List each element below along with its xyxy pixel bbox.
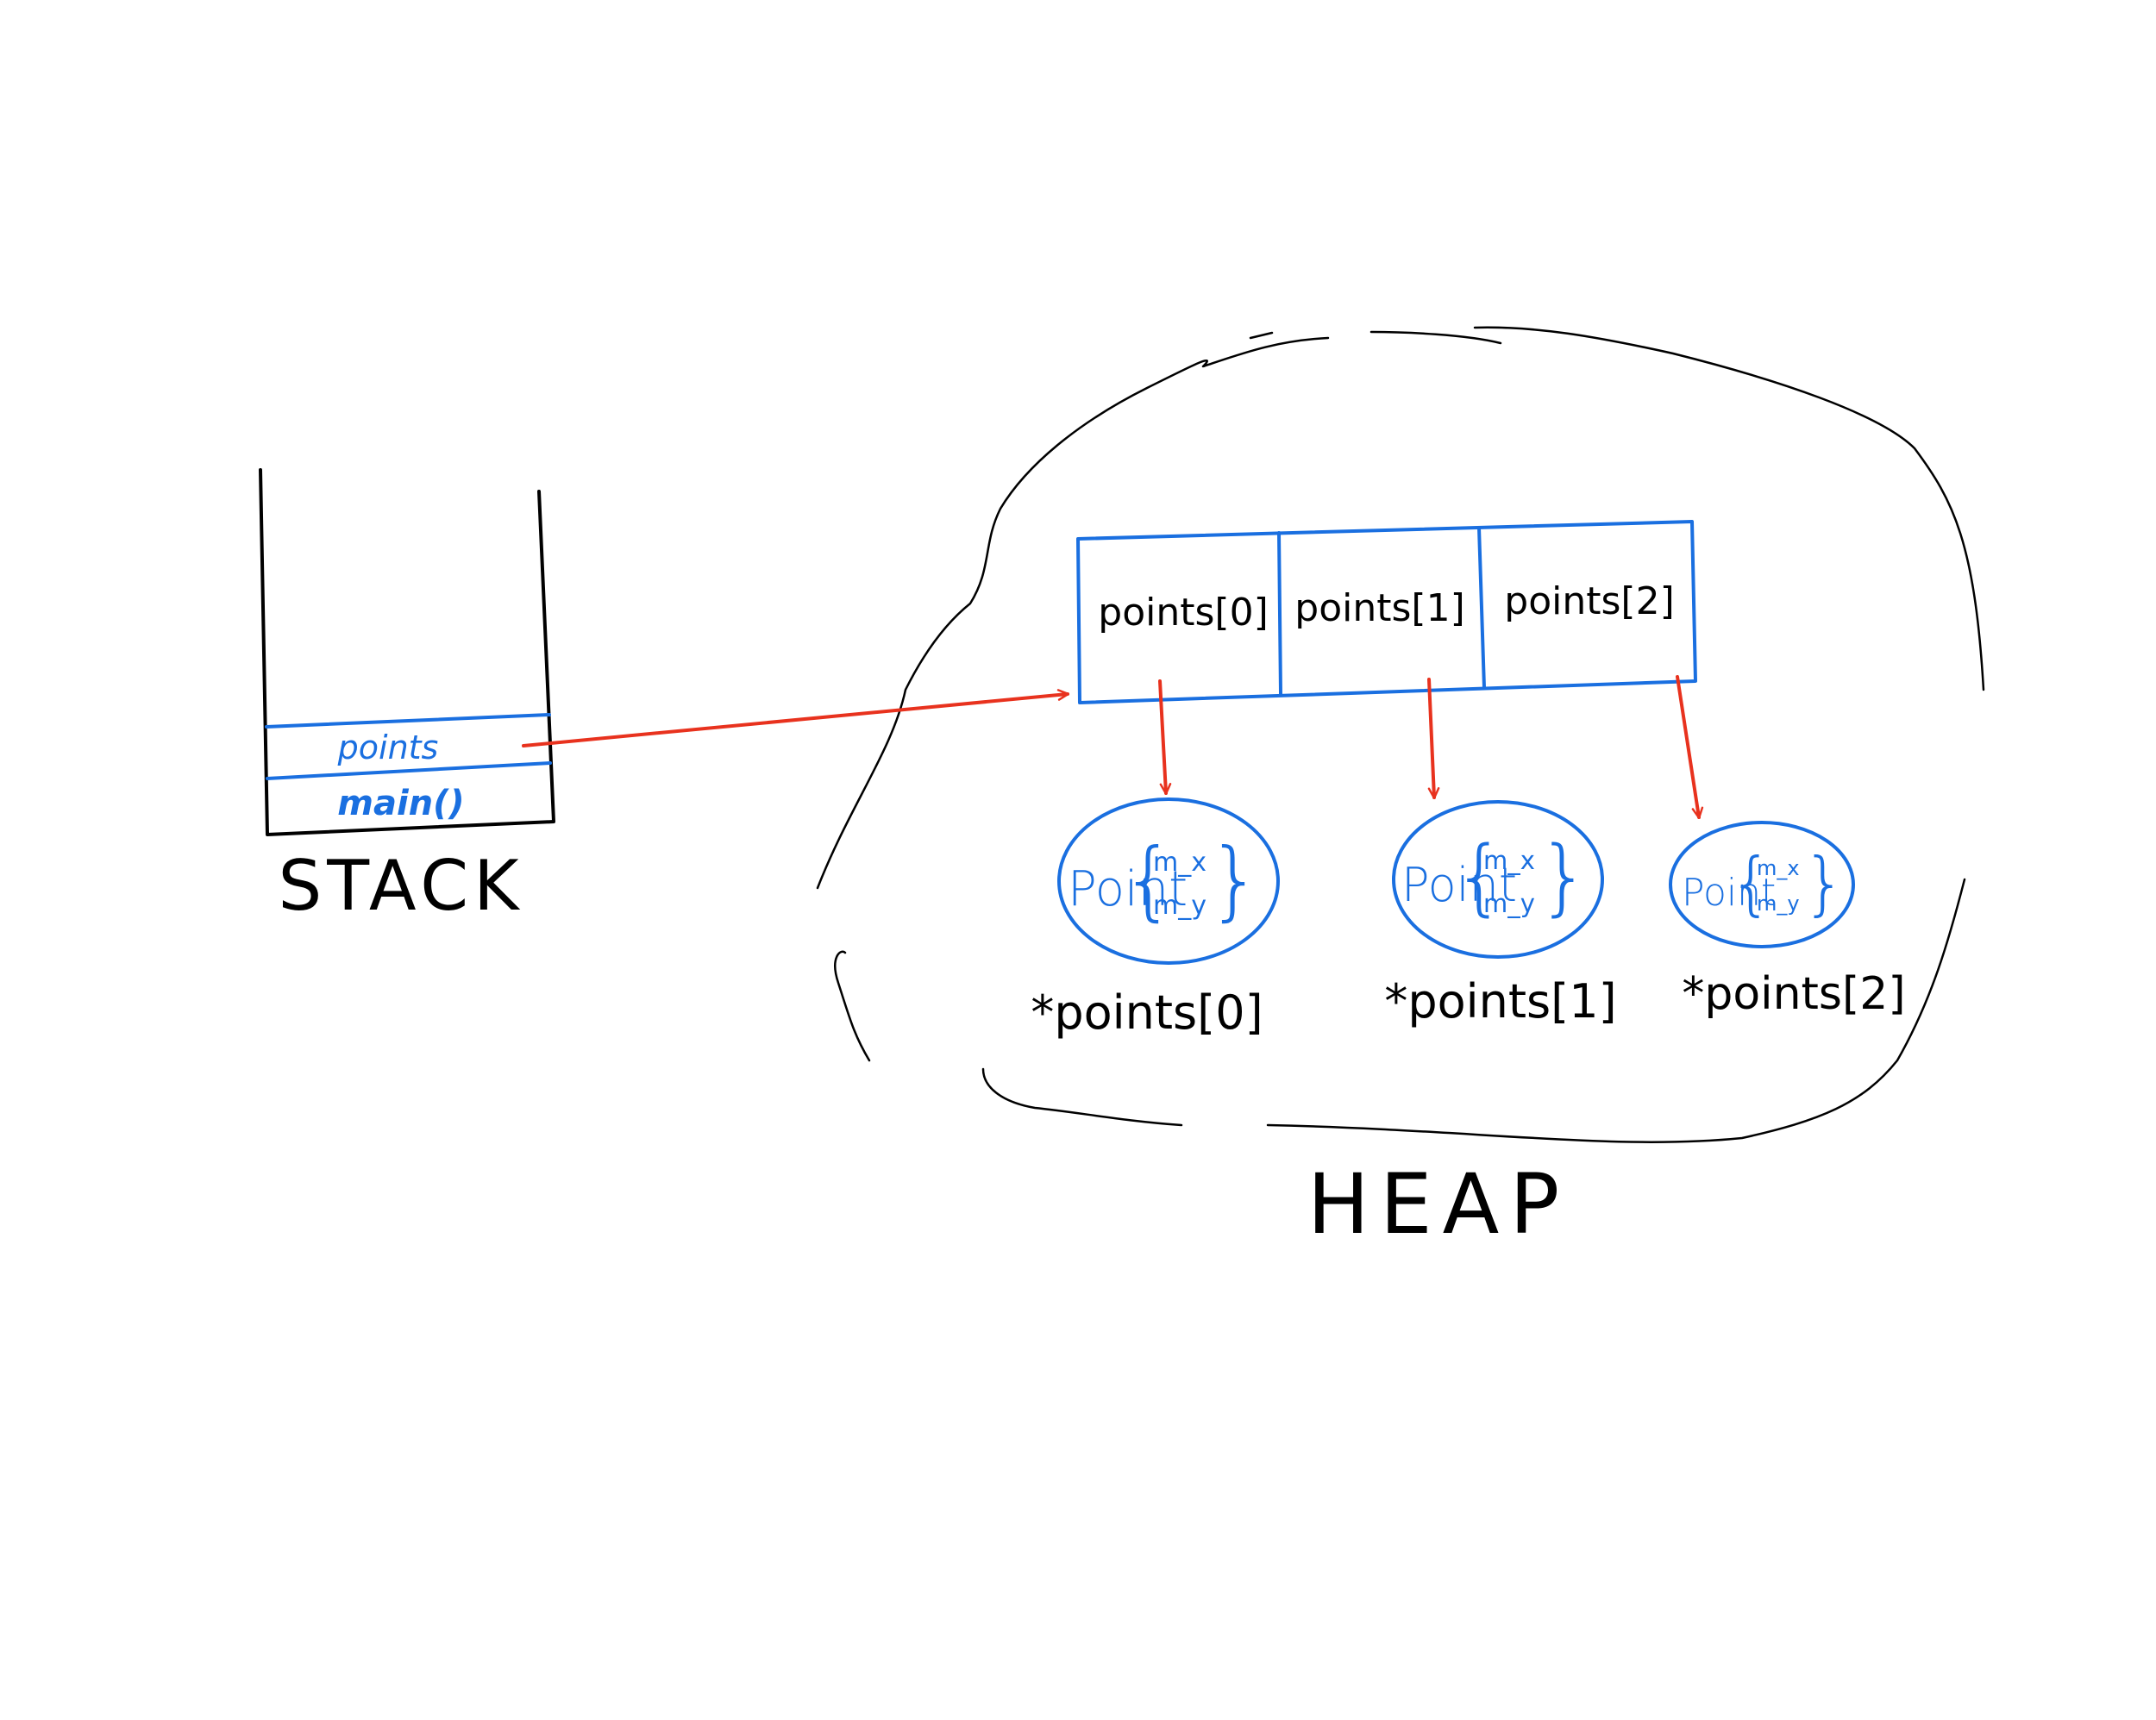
- point-object-1-brace-open: {: [1453, 829, 1506, 925]
- array-outline: [1076, 520, 1697, 704]
- point-object-2: Point { m_x m_y } *points[2]: [1669, 821, 1906, 1020]
- point-object-0-ellipse: [1057, 797, 1280, 965]
- stack-container: [259, 468, 555, 836]
- point-object-1-ellipse: [1392, 800, 1604, 959]
- point-object-0: Point { m_x m_y } *points[0]: [1031, 797, 1280, 1040]
- point-object-2-brace-open: {: [1729, 843, 1773, 923]
- point-object-0-type: Point: [1068, 861, 1188, 917]
- point-object-0-field-mx: m_x: [1153, 847, 1206, 878]
- stack: points main() STACK: [259, 468, 555, 926]
- stack-frame-points: points: [337, 729, 439, 766]
- point-object-2-brace-close: }: [1802, 843, 1846, 923]
- stack-label: STACK: [278, 846, 523, 926]
- arrow-cell-0-to-object-0: [1158, 679, 1172, 795]
- arrow-stack-to-array: [522, 689, 1069, 747]
- point-object-2-field-mx: m_x: [1757, 856, 1800, 880]
- point-object-0-field-my: m_y: [1153, 891, 1206, 921]
- point-object-2-field-my: m_y: [1757, 891, 1800, 916]
- heap-array: points[0] points[1] points[2]: [1076, 520, 1697, 704]
- array-divider-1: [1277, 531, 1282, 696]
- array-cell-points-2: points[2]: [1504, 579, 1674, 623]
- point-object-2-ellipse: [1669, 821, 1855, 948]
- heap: points[0] points[1] points[2] Point { m_…: [816, 326, 1985, 1253]
- arrow-cell-2-to-object-2: [1676, 675, 1704, 819]
- point-object-0-brace-open: {: [1121, 829, 1176, 930]
- point-object-1-field-my: m_y: [1483, 889, 1535, 918]
- point-object-2-deref: *points[2]: [1682, 968, 1905, 1020]
- point-object-2-type: Point: [1682, 871, 1776, 915]
- pointer-arrows: [522, 675, 1704, 819]
- point-object-1-brace-close: }: [1538, 829, 1590, 925]
- stack-divider-top: [265, 713, 551, 729]
- stack-frame-main: main(): [337, 784, 464, 823]
- array-divider-2: [1477, 526, 1486, 690]
- heap-label: HEAP: [1307, 1156, 1570, 1253]
- stack-divider-middle: [266, 761, 552, 780]
- arrow-cell-1-to-object-1: [1427, 678, 1440, 799]
- point-object-1: Point { m_x m_y } *points[1]: [1384, 800, 1617, 1029]
- point-object-0-brace-close: }: [1207, 829, 1263, 930]
- array-cell-points-1: points[1]: [1294, 586, 1464, 630]
- heap-cloud-tick: [1249, 331, 1274, 340]
- heap-cloud-outline: [816, 326, 1985, 1143]
- point-object-1-deref: *points[1]: [1384, 974, 1616, 1029]
- point-object-0-deref: *points[0]: [1031, 985, 1263, 1040]
- point-object-1-type: Point: [1401, 858, 1517, 912]
- array-cell-points-0: points[0]: [1098, 591, 1268, 635]
- point-object-1-field-mx: m_x: [1483, 846, 1535, 875]
